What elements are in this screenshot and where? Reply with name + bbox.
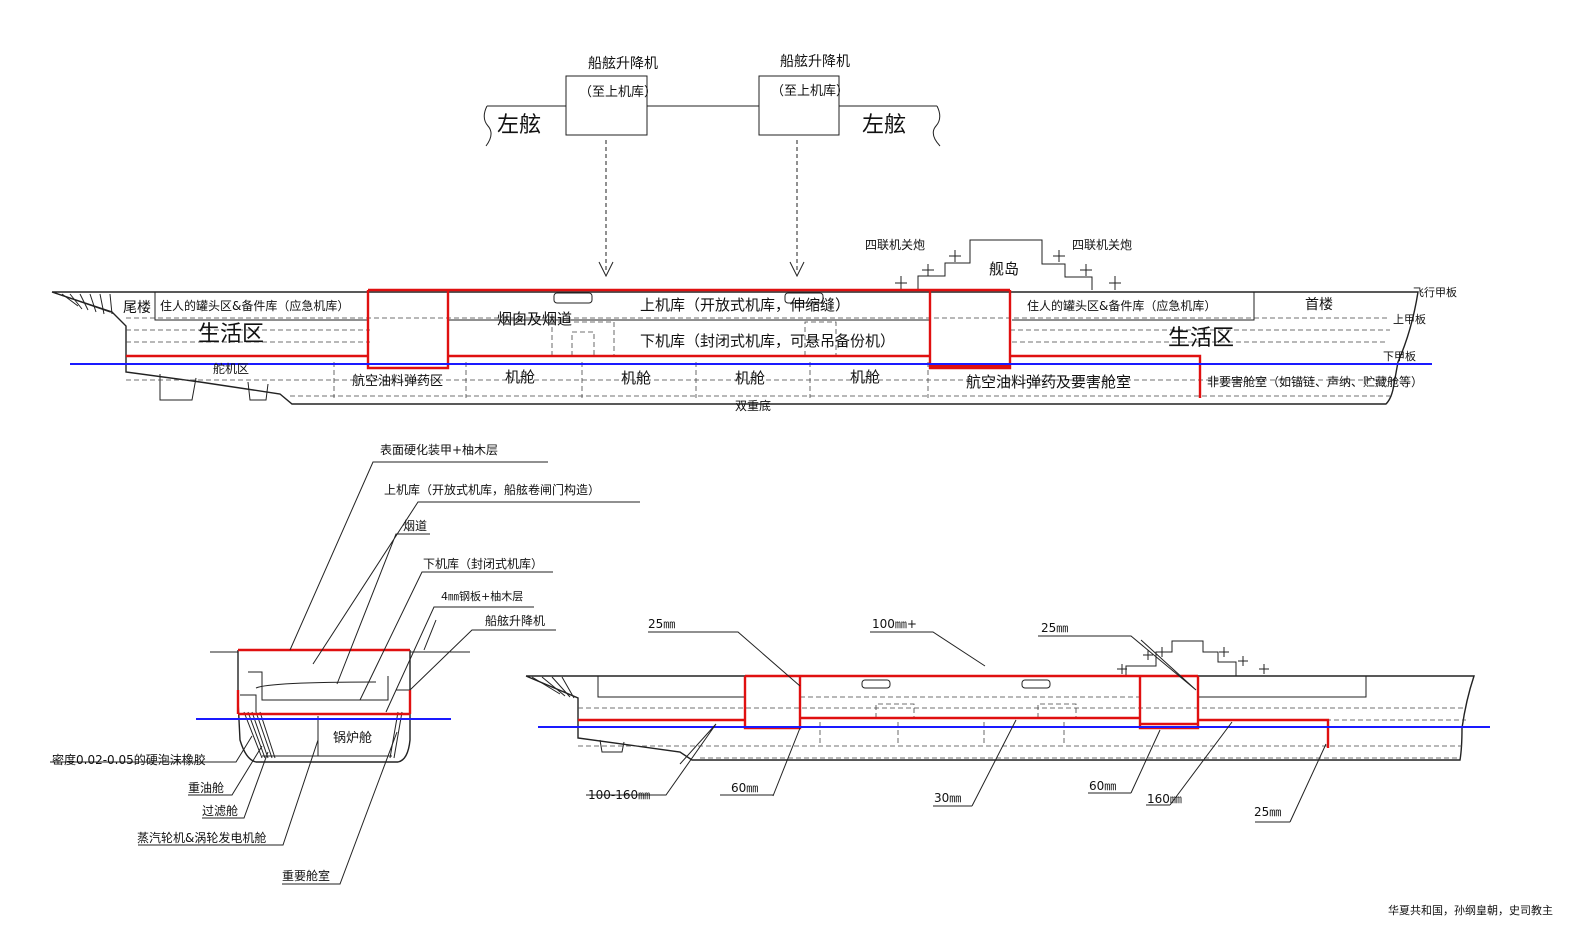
port-label-left: 左舷 xyxy=(497,113,541,138)
aa-label-right: 四联机关炮 xyxy=(1072,238,1132,252)
foam-layer xyxy=(243,711,403,759)
upper-hangar-label: 上机库（开放式机库，伸缩缝） xyxy=(640,296,850,314)
xs-label-4: 下机库（封闭式机库） xyxy=(423,556,543,571)
island-label: 舰岛 xyxy=(989,260,1019,278)
xs-label-6: 船舷升降机 xyxy=(485,613,545,628)
armor-top-1: 25㎜ xyxy=(648,617,675,631)
left-elevator-title: 船舷升降机 xyxy=(588,56,658,72)
xs-left-label-3: 过滤舱 xyxy=(202,804,238,818)
aft-magazine-label: 航空油料弹药区 xyxy=(352,373,443,389)
fwd-quarters-label: 住人的罐头区&备件库（应急机库） xyxy=(1027,298,1216,313)
stern-hatch xyxy=(61,293,113,315)
armor-bottom-5: 160㎜ xyxy=(1147,792,1182,806)
engine-room-3: 机舱 xyxy=(735,369,765,387)
armor-bottom-6: 25㎜ xyxy=(1254,805,1281,819)
armor-top-2: 100㎜+ xyxy=(872,617,917,631)
xs-left-label-5: 重要舱室 xyxy=(282,868,330,883)
armor-top-3: 25㎜ xyxy=(1041,621,1068,635)
boiler-label: 锅炉舱 xyxy=(333,730,372,746)
aa-gun-icon xyxy=(895,250,1121,290)
bow-label: 首楼 xyxy=(1305,297,1333,313)
fwd-magazine-label: 航空油料弹药及要害舱室 xyxy=(966,373,1131,391)
right-elevator-box xyxy=(758,75,840,136)
engine-room-2: 机舱 xyxy=(621,369,651,387)
armor-bottom-4: 60㎜ xyxy=(1089,779,1116,793)
armor-profile: 25㎜ 100㎜+ 25㎜ 100-160㎜ 60㎜ 30㎜ 60㎜ 160㎜ … xyxy=(525,617,1490,823)
credit-text: 华夏共和国，孙纲皇朝，史司教主 xyxy=(1388,903,1553,917)
armor-bottom-1: 100-160㎜ xyxy=(588,788,650,802)
engine-room-4: 机舱 xyxy=(850,368,880,386)
living-aft-label: 生活区 xyxy=(198,322,264,347)
funnel-label: 烟囱及烟道 xyxy=(497,310,572,328)
xs-left-label-4: 蒸汽轮机&涡轮发电机舱 xyxy=(137,830,266,845)
engine-room-1: 机舱 xyxy=(505,368,535,386)
stern-label: 尾楼 xyxy=(123,300,151,316)
xs-left-label-2: 重油舱 xyxy=(188,781,224,795)
lower-hangar-label: 下机库（封闭式机库，可悬吊备份机） xyxy=(640,332,895,350)
left-elevator-box xyxy=(565,75,648,136)
right-elevator-title: 船舷升降机 xyxy=(780,54,850,70)
steering-label: 舵机区 xyxy=(213,361,249,376)
xs-left-label-1: 密度0.02-0.05的硬泡沫橡胶 xyxy=(52,752,206,767)
right-elevator-sub: （至上机库） xyxy=(771,83,849,99)
xs-label-5: 4㎜钢板+柚木层 xyxy=(441,589,523,603)
arrow-down-icon xyxy=(598,261,805,278)
elevator-plan-view: 船舷升降机 （至上机库） 船舷升降机 （至上机库） 左舷 左舷 xyxy=(483,54,941,278)
double-bottom-label: 双重底 xyxy=(735,398,771,413)
stern-hatch xyxy=(531,676,575,699)
deck-lower-label: 下甲板 xyxy=(1383,349,1416,363)
xs-label-1: 表面硬化装甲+柚木层 xyxy=(380,442,498,457)
ship-profile-top: 四联机关炮 四联机关炮 舰岛 飞行甲板 上甲板 下甲板 尾楼 首楼 住人的罐头区… xyxy=(51,238,1457,413)
xs-label-3: 烟道 xyxy=(403,519,427,533)
armor-bottom-3: 30㎜ xyxy=(934,791,961,805)
xs-label-2: 上机库（开放式机库，船舷卷闸门构造） xyxy=(384,482,600,497)
left-elevator-sub: （至上机库） xyxy=(579,84,657,100)
aft-quarters-label: 住人的罐头区&备件库（应急机库） xyxy=(160,298,349,313)
armor-bottom-2: 60㎜ xyxy=(731,781,758,795)
port-label-right: 左舷 xyxy=(862,113,906,138)
living-fwd-label: 生活区 xyxy=(1168,326,1234,351)
deck-flight-label: 飞行甲板 xyxy=(1413,285,1457,299)
nonvital-label: 非要害舱室（如锚链、声纳、贮藏舱等） xyxy=(1207,374,1423,389)
aa-label-left: 四联机关炮 xyxy=(865,238,925,252)
cross-section: 表面硬化装甲+柚木层 上机库（开放式机库，船舷卷闸门构造） 烟道 下机库（封闭式… xyxy=(50,442,640,885)
deck-upper-label: 上甲板 xyxy=(1393,312,1426,326)
